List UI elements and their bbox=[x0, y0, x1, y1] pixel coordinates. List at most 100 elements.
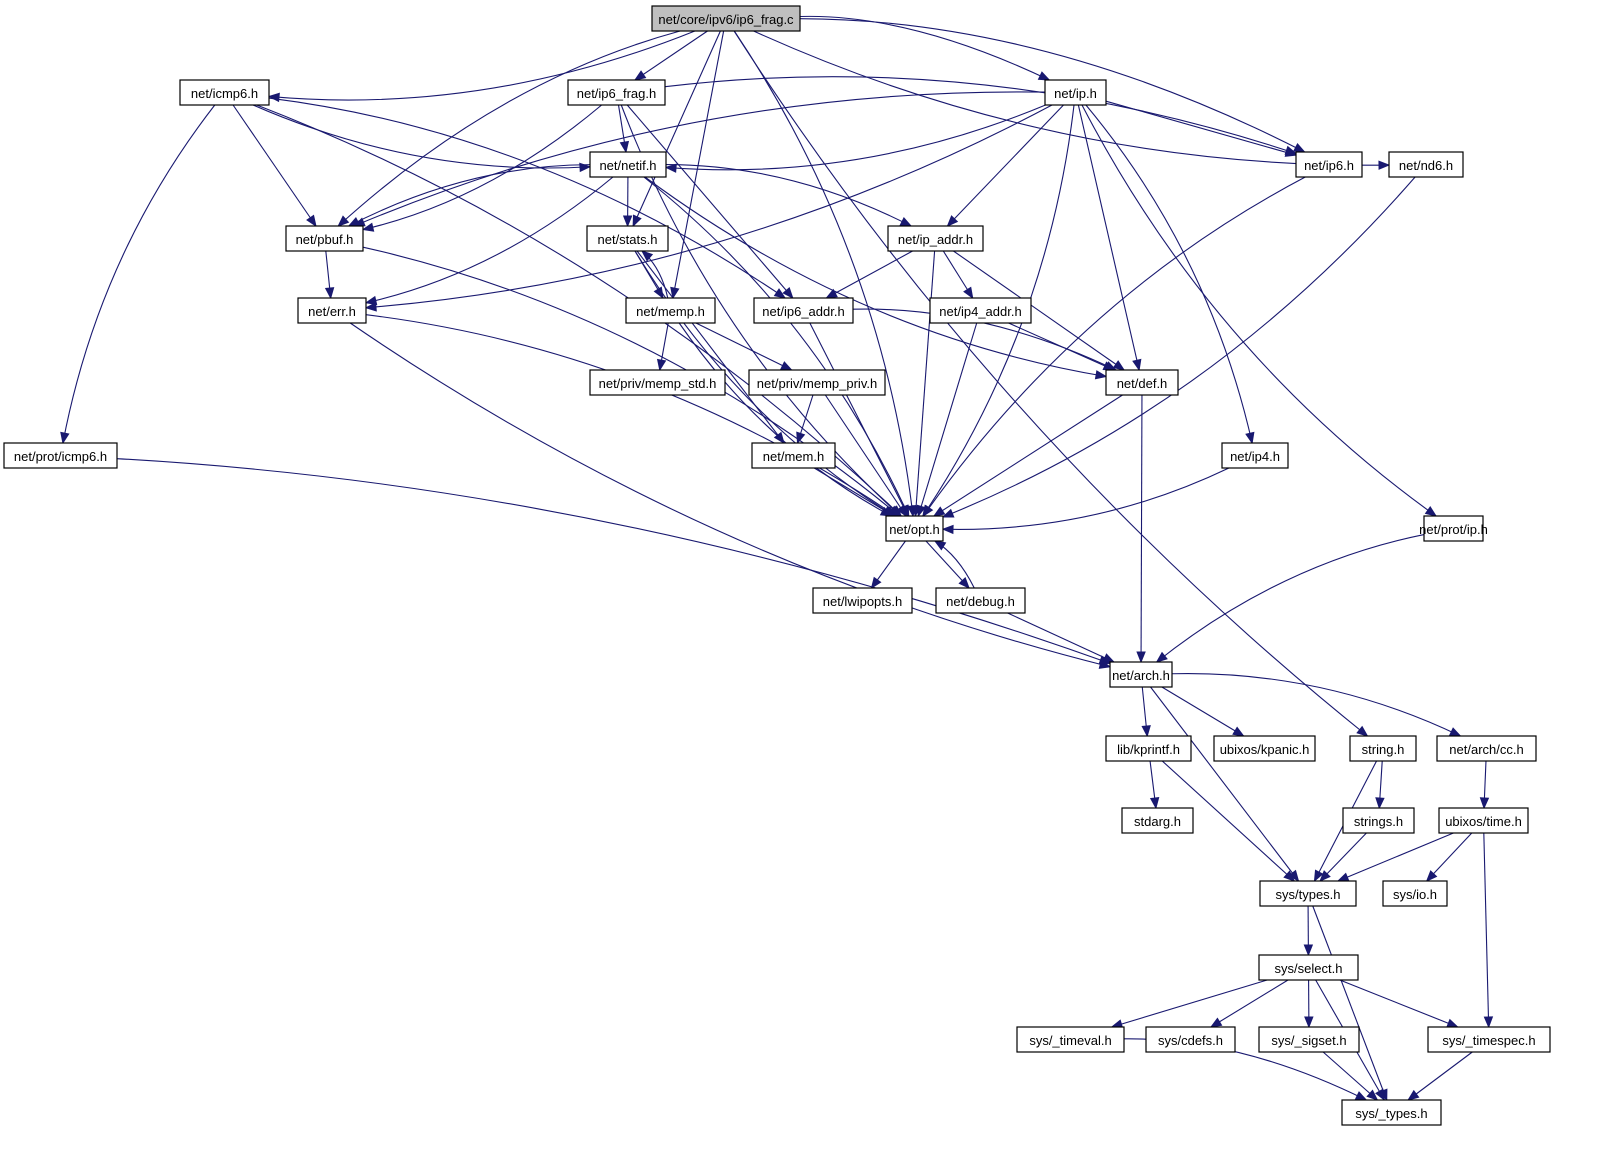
arrowhead-ip6-to-opt bbox=[922, 504, 934, 518]
node-label: sys/cdefs.h bbox=[1158, 1033, 1223, 1048]
node-box[interactable] bbox=[1105, 735, 1192, 762]
arrowhead-opt-to-debug bbox=[958, 577, 970, 589]
node-box[interactable] bbox=[567, 79, 666, 106]
node-cdefs[interactable]: sys/cdefs.h bbox=[1145, 1026, 1236, 1053]
node-prot-ip[interactable]: net/prot/ip.h bbox=[1419, 515, 1488, 542]
node-box[interactable] bbox=[1259, 880, 1357, 907]
arrowhead-netif-to-stats bbox=[622, 215, 633, 228]
node-box[interactable] bbox=[1427, 1026, 1551, 1053]
node-kprintf[interactable]: lib/kprintf.h bbox=[1105, 735, 1192, 762]
node-time[interactable]: ubixos/time.h bbox=[1438, 807, 1529, 834]
node-box[interactable] bbox=[586, 225, 669, 252]
node-box[interactable] bbox=[1438, 807, 1529, 834]
node-nd6[interactable]: net/nd6.h bbox=[1388, 151, 1464, 178]
node-prot-icmp6[interactable]: net/prot/icmp6.h bbox=[3, 442, 118, 469]
node-box[interactable] bbox=[1342, 807, 1415, 834]
arrowhead-memp_priv-to-opt bbox=[896, 504, 907, 518]
node-timespec[interactable]: sys/_timespec.h bbox=[1427, 1026, 1551, 1053]
node-strings[interactable]: strings.h bbox=[1342, 807, 1415, 834]
node-types[interactable]: sys/types.h bbox=[1259, 880, 1357, 907]
arrowhead-timespec-to-_types bbox=[1407, 1089, 1420, 1101]
node-memp-std[interactable]: net/priv/memp_std.h bbox=[589, 369, 726, 396]
edge-netif-to-opt bbox=[643, 176, 910, 517]
nodes-layer: net/core/ipv6/ip6_frag.c net/icmp6.h net/i… bbox=[3, 5, 1551, 1126]
node-box[interactable] bbox=[1221, 442, 1289, 469]
edge-def-to-arch bbox=[1140, 394, 1143, 663]
node-box[interactable] bbox=[1145, 1026, 1236, 1053]
node-box[interactable] bbox=[1382, 880, 1448, 907]
node-netif[interactable]: net/netif.h bbox=[589, 151, 667, 178]
node-box[interactable] bbox=[589, 151, 667, 178]
node-debug[interactable]: net/debug.h bbox=[935, 587, 1026, 614]
arrowhead-time-to-types bbox=[1336, 872, 1350, 882]
edge-ip4_addr-to-def bbox=[1008, 322, 1115, 371]
node-root[interactable]: net/core/ipv6/ip6_frag.c bbox=[651, 5, 801, 32]
node-label: net/ip4.h bbox=[1230, 449, 1280, 464]
node-box[interactable] bbox=[589, 369, 726, 396]
node-box[interactable] bbox=[1341, 1099, 1442, 1126]
node-box[interactable] bbox=[651, 5, 801, 32]
node-memp-priv[interactable]: net/priv/memp_priv.h bbox=[748, 369, 886, 396]
node-box[interactable] bbox=[753, 297, 854, 324]
edge-select-to-timeval bbox=[1111, 979, 1268, 1028]
node-box[interactable] bbox=[1016, 1026, 1125, 1053]
node-label: ubixos/time.h bbox=[1445, 814, 1522, 829]
node--types[interactable]: sys/_types.h bbox=[1341, 1099, 1442, 1126]
node-err[interactable]: net/err.h bbox=[297, 297, 367, 324]
node-sigset[interactable]: sys/_sigset.h bbox=[1258, 1026, 1360, 1053]
node-box[interactable] bbox=[812, 587, 913, 614]
node-ip6-frag[interactable]: net/ip6_frag.h bbox=[567, 79, 666, 106]
node-box[interactable] bbox=[1213, 735, 1316, 762]
node-pbuf[interactable]: net/pbuf.h bbox=[285, 225, 364, 252]
node-box[interactable] bbox=[1258, 1026, 1360, 1053]
node-stdarg[interactable]: stdarg.h bbox=[1121, 807, 1194, 834]
node-ip4-addr[interactable]: net/ip4_addr.h bbox=[929, 297, 1032, 324]
node-ip6[interactable]: net/ip6.h bbox=[1295, 151, 1363, 178]
node-box[interactable] bbox=[1436, 735, 1537, 762]
node-def[interactable]: net/def.h bbox=[1105, 369, 1179, 396]
arrowhead-def-to-opt bbox=[932, 506, 946, 517]
node-box[interactable] bbox=[1109, 661, 1173, 688]
node-box[interactable] bbox=[1258, 954, 1359, 981]
node-select[interactable]: sys/select.h bbox=[1258, 954, 1359, 981]
arrowhead-netif-to-err bbox=[364, 295, 378, 306]
node-ip6-addr[interactable]: net/ip6_addr.h bbox=[753, 297, 854, 324]
node-arch[interactable]: net/arch.h bbox=[1109, 661, 1173, 688]
node-box[interactable] bbox=[1388, 151, 1464, 178]
node-box[interactable] bbox=[1295, 151, 1363, 178]
node-io[interactable]: sys/io.h bbox=[1382, 880, 1448, 907]
node-memp[interactable]: net/memp.h bbox=[625, 297, 716, 324]
node-timeval[interactable]: sys/_timeval.h bbox=[1016, 1026, 1125, 1053]
node-box[interactable] bbox=[1105, 369, 1179, 396]
node-box[interactable] bbox=[625, 297, 716, 324]
node-box[interactable] bbox=[885, 515, 944, 542]
node-box[interactable] bbox=[1121, 807, 1194, 834]
node-ip4[interactable]: net/ip4.h bbox=[1221, 442, 1289, 469]
node-mem[interactable]: net/mem.h bbox=[751, 442, 836, 469]
node-box[interactable] bbox=[929, 297, 1032, 324]
arrowhead-prot_ip-to-arch bbox=[1155, 651, 1168, 663]
node-box[interactable] bbox=[1423, 515, 1484, 542]
node-icmp6[interactable]: net/icmp6.h bbox=[179, 79, 270, 106]
node-box[interactable] bbox=[748, 369, 886, 396]
node-lwipopts[interactable]: net/lwipopts.h bbox=[812, 587, 913, 614]
node-opt[interactable]: net/opt.h bbox=[885, 515, 944, 542]
node-box[interactable] bbox=[3, 442, 118, 469]
node-box[interactable] bbox=[751, 442, 836, 469]
edge-select-to-cdefs bbox=[1210, 979, 1289, 1028]
node-box[interactable] bbox=[1044, 79, 1107, 106]
node-cc[interactable]: net/arch/cc.h bbox=[1436, 735, 1537, 762]
node-stats[interactable]: net/stats.h bbox=[586, 225, 669, 252]
node-box[interactable] bbox=[1349, 735, 1417, 762]
edge-arch-to-kpanic bbox=[1161, 686, 1244, 737]
node-ip-addr[interactable]: net/ip_addr.h bbox=[887, 225, 984, 252]
node-string[interactable]: string.h bbox=[1349, 735, 1417, 762]
node-kpanic[interactable]: ubixos/kpanic.h bbox=[1213, 735, 1316, 762]
node-box[interactable] bbox=[887, 225, 984, 252]
node-box[interactable] bbox=[935, 587, 1026, 614]
node-box[interactable] bbox=[179, 79, 270, 106]
node-box[interactable] bbox=[285, 225, 364, 252]
node-box[interactable] bbox=[297, 297, 367, 324]
node-ip[interactable]: net/ip.h bbox=[1044, 79, 1107, 106]
edge-stats-to-mem bbox=[636, 250, 785, 444]
